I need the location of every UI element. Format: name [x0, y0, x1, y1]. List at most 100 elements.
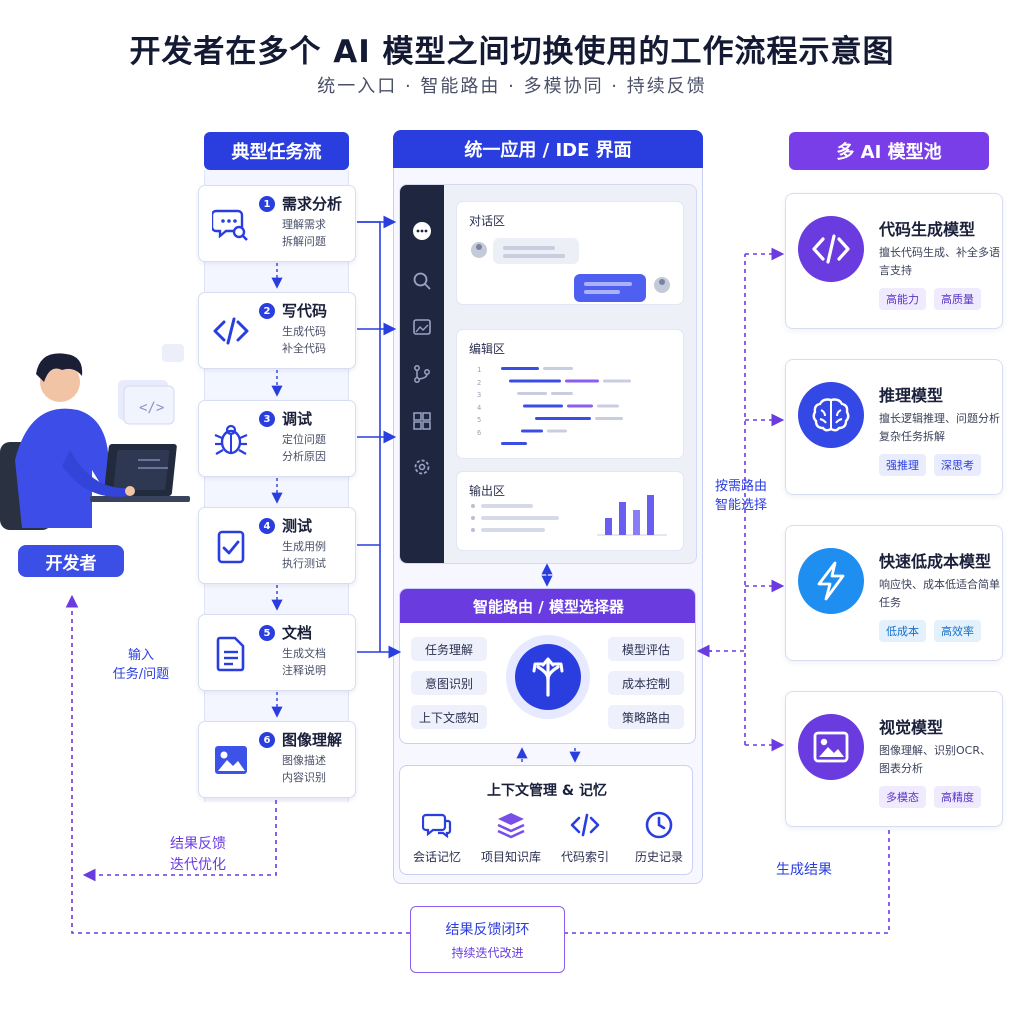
pool-header: 多 AI 模型池 — [789, 132, 989, 170]
task-number: 5 — [259, 625, 275, 641]
task-column — [204, 170, 349, 802]
task-card-requirements[interactable]: 1 需求分析 理解需求拆解问题 — [198, 185, 356, 262]
task-desc-line: 内容识别 — [282, 771, 326, 784]
context-item-label: 代码索引 — [560, 850, 609, 864]
page-title: 开发者在多个 AI 模型之间切换使用的工作流程示意图 — [129, 34, 895, 70]
model-tag: 高质量 — [934, 288, 981, 310]
model-card-vision[interactable]: 视觉模型 图像理解、识别OCR、图表分析 多模态 高精度 — [785, 691, 1003, 827]
brain-icon — [798, 382, 864, 448]
clipboard-check-icon — [211, 526, 251, 566]
task-number: 2 — [259, 303, 275, 319]
editor-panel: 编辑区 1 2 3 4 5 6 — [456, 329, 684, 459]
model-tag: 高精度 — [934, 786, 981, 808]
router-chip: 意图识别 — [411, 671, 487, 695]
context-item-label: 会话记忆 — [412, 850, 461, 864]
context-item-session: 会话记忆 — [400, 810, 474, 865]
code-icon — [548, 810, 622, 840]
model-card-reasoning[interactable]: 推理模型 擅长逻辑推理、问题分析复杂任务拆解 强推理 深思考 — [785, 359, 1003, 495]
model-name: 推理模型 — [879, 386, 944, 405]
task-card-image[interactable]: 6 图像理解 图像描述内容识别 — [198, 721, 356, 798]
editor-panel-title: 编辑区 — [469, 342, 506, 356]
model-desc: 擅长逻辑推理、问题分析复杂任务拆解 — [879, 412, 1000, 443]
bug-icon — [211, 419, 251, 459]
task-number: 1 — [259, 196, 275, 212]
tasks-header: 典型任务流 — [204, 132, 349, 170]
model-tag: 高能力 — [879, 288, 926, 310]
chat-panel: 对话区 — [456, 201, 684, 305]
task-name: 调试 — [282, 410, 313, 428]
model-tag: 高效率 — [934, 620, 981, 642]
task-name: 文档 — [282, 624, 313, 642]
task-card-docs[interactable]: 5 文档 生成文档注释说明 — [198, 614, 356, 691]
task-to-ide-arrows — [357, 215, 402, 659]
task-card-testing[interactable]: 4 测试 生成用例执行测试 — [198, 507, 356, 584]
gear-icon[interactable] — [412, 457, 432, 477]
image-icon — [211, 740, 251, 780]
clock-icon — [622, 810, 696, 840]
task-number: 4 — [259, 518, 275, 534]
router-chip: 任务理解 — [411, 637, 487, 661]
model-desc: 响应快、成本低适合简单任务 — [879, 578, 1000, 609]
task-desc-line: 生成用例 — [282, 540, 326, 553]
result-feedback-line: 迭代优化 — [170, 857, 226, 873]
line-numbers: 1 2 3 4 5 6 — [477, 364, 481, 439]
model-name: 视觉模型 — [879, 718, 944, 737]
input-label-line: 输入 — [127, 648, 154, 663]
context-item-knowledge: 项目知识库 — [474, 810, 548, 865]
feedback-loop-subtitle: 持续迭代改进 — [451, 946, 524, 960]
model-tag: 强推理 — [879, 454, 926, 476]
result-feedback-label: 结果反馈 迭代优化 — [158, 834, 238, 876]
line-number: 2 — [477, 378, 482, 387]
layers-icon — [474, 810, 548, 840]
smart-router: 智能路由 / 模型选择器 任务理解 意图识别 上下文感知 模型评估 成本控制 策… — [399, 588, 696, 744]
chat-icon[interactable] — [412, 221, 432, 241]
task-card-debug[interactable]: 3 调试 定位问题分析原因 — [198, 400, 356, 477]
context-item-label: 历史记录 — [634, 850, 683, 864]
task-desc-line: 图像描述 — [282, 754, 326, 767]
task-number: 3 — [259, 411, 275, 427]
line-number: 6 — [477, 428, 482, 437]
model-name: 快速低成本模型 — [879, 552, 992, 571]
task-name: 图像理解 — [282, 731, 343, 749]
output-panel: 输出区 — [456, 471, 684, 551]
feedback-loop-box: 结果反馈闭环 持续迭代改进 — [410, 906, 565, 973]
task-desc-line: 理解需求 — [282, 218, 326, 231]
result-feedback-line: 结果反馈 — [170, 836, 226, 852]
chat-search-icon — [211, 204, 251, 244]
svg-text:</>: </> — [139, 400, 164, 416]
model-tag: 深思考 — [934, 454, 981, 476]
context-item-label: 项目知识库 — [480, 850, 541, 864]
task-desc-line: 定位问题 — [282, 433, 326, 446]
task-desc-line: 分析原因 — [282, 450, 326, 463]
route-label: 按需路由 智能选择 — [708, 477, 774, 515]
model-card-code[interactable]: 代码生成模型 擅长代码生成、补全多语言支持 高能力 高质量 — [785, 193, 1003, 329]
model-tag: 多模态 — [879, 786, 926, 808]
task-desc-line: 补全代码 — [282, 342, 326, 355]
route-label-line: 智能选择 — [714, 498, 767, 513]
task-card-coding[interactable]: 2 写代码 生成代码补全代码 — [198, 292, 356, 369]
document-icon — [211, 633, 251, 673]
grid-icon[interactable] — [412, 411, 432, 431]
image-icon[interactable] — [412, 317, 432, 337]
chat-bubbles-icon — [400, 810, 474, 840]
model-name: 代码生成模型 — [879, 220, 976, 239]
developer-badge: 开发者 — [18, 545, 124, 577]
task-desc-line: 生成代码 — [282, 325, 326, 338]
task-desc-line: 拆解问题 — [282, 235, 326, 248]
output-panel-title: 输出区 — [469, 484, 506, 498]
task-desc-line: 执行测试 — [282, 557, 326, 570]
context-item-code-index: 代码索引 — [548, 810, 622, 865]
git-branch-icon[interactable] — [412, 364, 432, 384]
ide-header: 统一应用 / IDE 界面 — [393, 130, 703, 168]
split-arrows-icon — [515, 644, 581, 710]
model-card-fast[interactable]: 快速低成本模型 响应快、成本低适合简单任务 低成本 高效率 — [785, 525, 1003, 661]
router-chip: 策略路由 — [608, 705, 684, 729]
ide-window: 对话区 编辑区 1 2 3 4 5 6 — [399, 184, 697, 564]
line-number: 4 — [477, 403, 482, 412]
router-chip: 成本控制 — [608, 671, 684, 695]
search-icon[interactable] — [412, 271, 432, 291]
line-number: 5 — [477, 416, 482, 424]
task-number: 6 — [259, 732, 275, 748]
line-number: 3 — [477, 391, 482, 399]
code-icon — [798, 216, 864, 282]
